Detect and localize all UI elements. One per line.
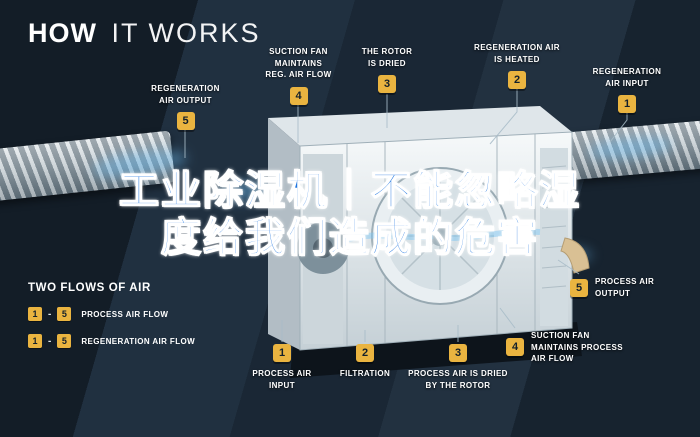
- step-badge: 3: [378, 75, 396, 94]
- callout-suction-fan-reg: SUCTION FAN MAINTAINS REG. AIR FLOW 4: [246, 46, 351, 105]
- legend-label: REGENERATION AIR FLOW: [81, 336, 196, 346]
- callout-label: REGENERATION AIR OUTPUT: [151, 84, 220, 105]
- chinese-overlay-title: 工业除湿机｜不能忽略湿 度给我们造成的危害: [0, 167, 700, 262]
- callout-label: SUCTION FAN MAINTAINS REG. AIR FLOW: [265, 47, 332, 80]
- callout-filtration: 2 FILTRATION: [320, 344, 410, 380]
- overlay-line-2: 度给我们造成的危害: [160, 214, 539, 262]
- callout-process-air-output: 5 PROCESS AIR OUTPUT: [570, 276, 700, 299]
- legend-label: PROCESS AIR FLOW: [81, 309, 169, 319]
- callout-suction-fan-process: 4 SUCTION FAN MAINTAINS PROCESS AIR FLOW: [506, 330, 666, 365]
- title-it-works: IT WORKS: [111, 18, 261, 48]
- callout-process-air-input: 1 PROCESS AIR INPUT: [232, 344, 332, 391]
- legend-dash: -: [48, 335, 52, 347]
- callout-regeneration-air-heated: REGENERATION AIR IS HEATED 2: [462, 42, 572, 90]
- page-title: HOW IT WORKS: [28, 18, 261, 49]
- step-badge: 4: [506, 338, 524, 357]
- legend-badge-to: 5: [57, 307, 72, 321]
- legend-two-flows: TWO FLOWS OF AIR 1 - 5 PROCESS AIR FLOW …: [28, 282, 195, 348]
- step-badge: 4: [289, 86, 308, 105]
- overlay-line-1: 工业除湿机｜不能忽略湿: [118, 167, 581, 215]
- callout-label: SUCTION FAN MAINTAINS PROCESS AIR FLOW: [531, 331, 623, 364]
- legend-row-process: 1 - 5 PROCESS AIR FLOW: [28, 307, 195, 321]
- step-badge: 5: [570, 278, 588, 297]
- callout-process-air-dried: 3 PROCESS AIR IS DRIED BY THE ROTOR: [398, 344, 518, 391]
- legend-row-regeneration: 1 - 5 REGENERATION AIR FLOW: [28, 334, 195, 348]
- callout-label: FILTRATION: [339, 369, 391, 378]
- legend-dash: -: [48, 308, 52, 320]
- dehumidifier-machine-illustration: [268, 106, 590, 378]
- legend-heading: TWO FLOWS OF AIR: [28, 282, 151, 294]
- step-badge: 3: [449, 344, 467, 362]
- callout-label: PROCESS AIR OUTPUT: [595, 277, 655, 298]
- legend-badge-from: 1: [28, 307, 42, 321]
- callout-rotor-is-dried: THE ROTOR IS DRIED 3: [342, 46, 432, 94]
- step-badge: 2: [356, 344, 374, 362]
- step-badge: 1: [618, 95, 636, 114]
- title-how: HOW: [28, 18, 97, 48]
- callout-label: REGENERATION AIR INPUT: [592, 67, 662, 88]
- step-badge: 5: [176, 112, 195, 131]
- callout-label: THE ROTOR IS DRIED: [361, 47, 413, 68]
- legend-badge-from: 1: [28, 334, 42, 348]
- callout-regeneration-air-output: REGENERATION AIR OUTPUT 5: [128, 83, 243, 131]
- legend-badge-to: 5: [57, 334, 72, 348]
- callout-label: PROCESS AIR INPUT: [252, 369, 312, 390]
- step-badge: 1: [273, 344, 291, 362]
- callout-regeneration-air-input: REGENERATION AIR INPUT 1: [572, 66, 682, 114]
- callout-label: PROCESS AIR IS DRIED BY THE ROTOR: [408, 369, 508, 390]
- callout-label: REGENERATION AIR IS HEATED: [474, 43, 560, 64]
- step-badge: 2: [508, 71, 526, 90]
